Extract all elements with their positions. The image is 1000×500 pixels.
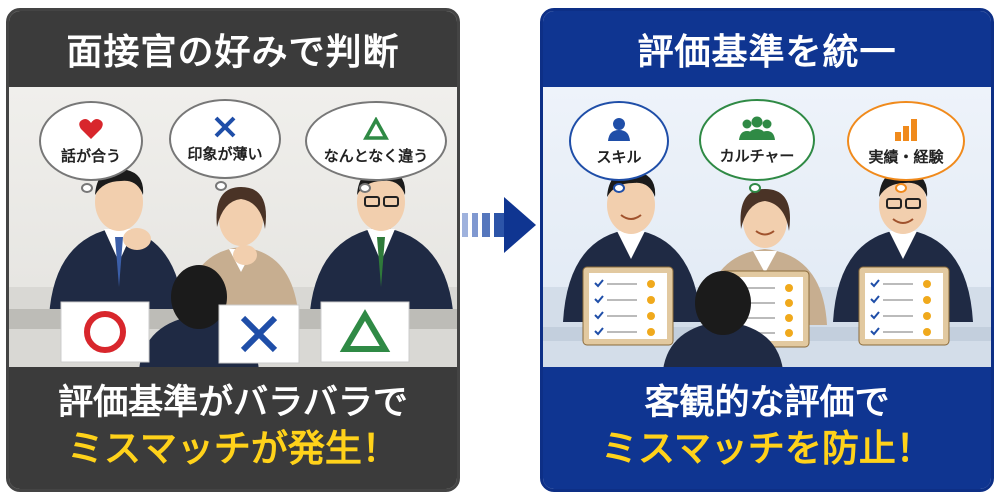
right-panel: 評価基準を統一 <box>540 8 994 492</box>
bubble-dot <box>895 183 907 193</box>
right-caption: 客観的な評価で ミスマッチを防止！ <box>543 367 991 489</box>
right-interview-illustration <box>543 170 991 370</box>
candidate-back <box>663 271 783 370</box>
evaluation-sheet-left <box>582 266 674 346</box>
left-caption-line1: 評価基準がバラバラで <box>58 383 408 423</box>
circle-mark-icon <box>84 311 126 353</box>
left-caption-line2: ミスマッチが発生！ <box>67 427 399 470</box>
bubble-text: 印象が薄い <box>187 144 263 163</box>
bubble-dot <box>215 181 227 191</box>
cross-icon <box>214 116 236 137</box>
cross-mark-icon <box>240 315 278 353</box>
bubble-text: スキル <box>596 147 642 166</box>
evaluation-sheet-right <box>858 266 950 346</box>
bubble-weak-impression: 印象が薄い <box>169 99 281 179</box>
bubble-dot <box>359 183 371 193</box>
person-icon <box>608 117 630 141</box>
group-icon <box>739 116 775 140</box>
interviewer-man-right <box>309 168 454 322</box>
right-caption-line2: ミスマッチを防止！ <box>601 427 933 470</box>
right-scene: スキル カルチャー 実績・経験 <box>543 87 991 370</box>
right-caption-line1: 客観的な評価で <box>644 383 890 423</box>
bubble-somehow-different: なんとなく違う <box>305 101 447 181</box>
heart-icon <box>79 118 103 139</box>
bubble-culture: カルチャー <box>699 99 815 181</box>
bubble-dot <box>613 183 625 193</box>
interviewer-man-left <box>49 168 184 317</box>
bubble-talk-fits: 話が合う <box>39 101 143 181</box>
bubble-text: 話が合う <box>60 146 121 165</box>
arrow-right-icon <box>462 197 536 253</box>
triangle-mark-icon <box>339 309 391 352</box>
bubble-dot <box>81 183 93 193</box>
bubble-achievements: 実績・経験 <box>847 101 965 181</box>
triangle-icon <box>363 116 389 140</box>
bubble-text: 実績・経験 <box>868 147 944 166</box>
card-triangle <box>320 301 410 363</box>
bubble-skill: スキル <box>569 101 669 181</box>
bubble-text: カルチャー <box>719 146 795 165</box>
bar-chart-icon <box>895 118 917 141</box>
right-panel-title: 評価基準を統一 <box>543 11 991 87</box>
left-scene: 話が合う 印象が薄い なんとなく違う <box>9 87 457 370</box>
left-caption: 評価基準がバラバラで ミスマッチが発生！ <box>9 367 457 489</box>
left-panel-title: 面接官の好みで判断 <box>9 11 457 87</box>
card-cross <box>218 304 300 364</box>
bubble-dot <box>749 183 761 193</box>
bubble-text: なんとなく違う <box>323 146 429 165</box>
left-panel: 面接官の好みで判断 <box>6 8 460 492</box>
card-circle <box>60 301 150 363</box>
